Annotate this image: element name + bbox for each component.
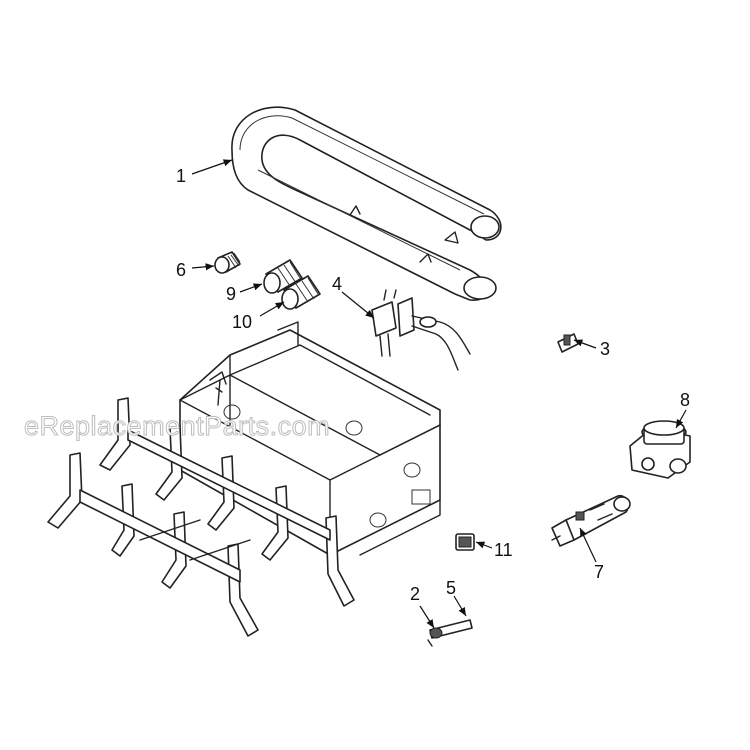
sleeve-part-10[interactable] [281,275,321,310]
callout-5: 5 [446,578,456,598]
switch-part-11[interactable] [455,533,475,551]
callout-6: 6 [176,260,186,280]
pilot-assembly-part[interactable] [371,289,471,371]
callout-1: 1 [176,166,186,186]
watermark-text: eReplacementParts.com [24,411,330,441]
sleeve-part-9[interactable] [263,259,303,294]
gas-valve-part-7[interactable] [551,494,631,547]
callout-2: 2 [410,584,420,604]
log-grate[interactable] [47,397,355,637]
callout-8: 8 [680,390,690,410]
fitting-part-3[interactable] [557,333,579,353]
callout-9: 9 [226,284,236,304]
callout-11: 11 [494,540,513,560]
cap-part-6[interactable] [214,251,241,274]
callout-7: 7 [594,562,604,582]
igniter-part-2[interactable] [427,619,473,647]
callout-3: 3 [600,339,610,359]
callout-4: 4 [332,274,342,294]
callout-10: 10 [232,312,252,332]
regulator-part-8[interactable] [629,420,691,479]
burner-tube-part[interactable] [231,106,502,301]
